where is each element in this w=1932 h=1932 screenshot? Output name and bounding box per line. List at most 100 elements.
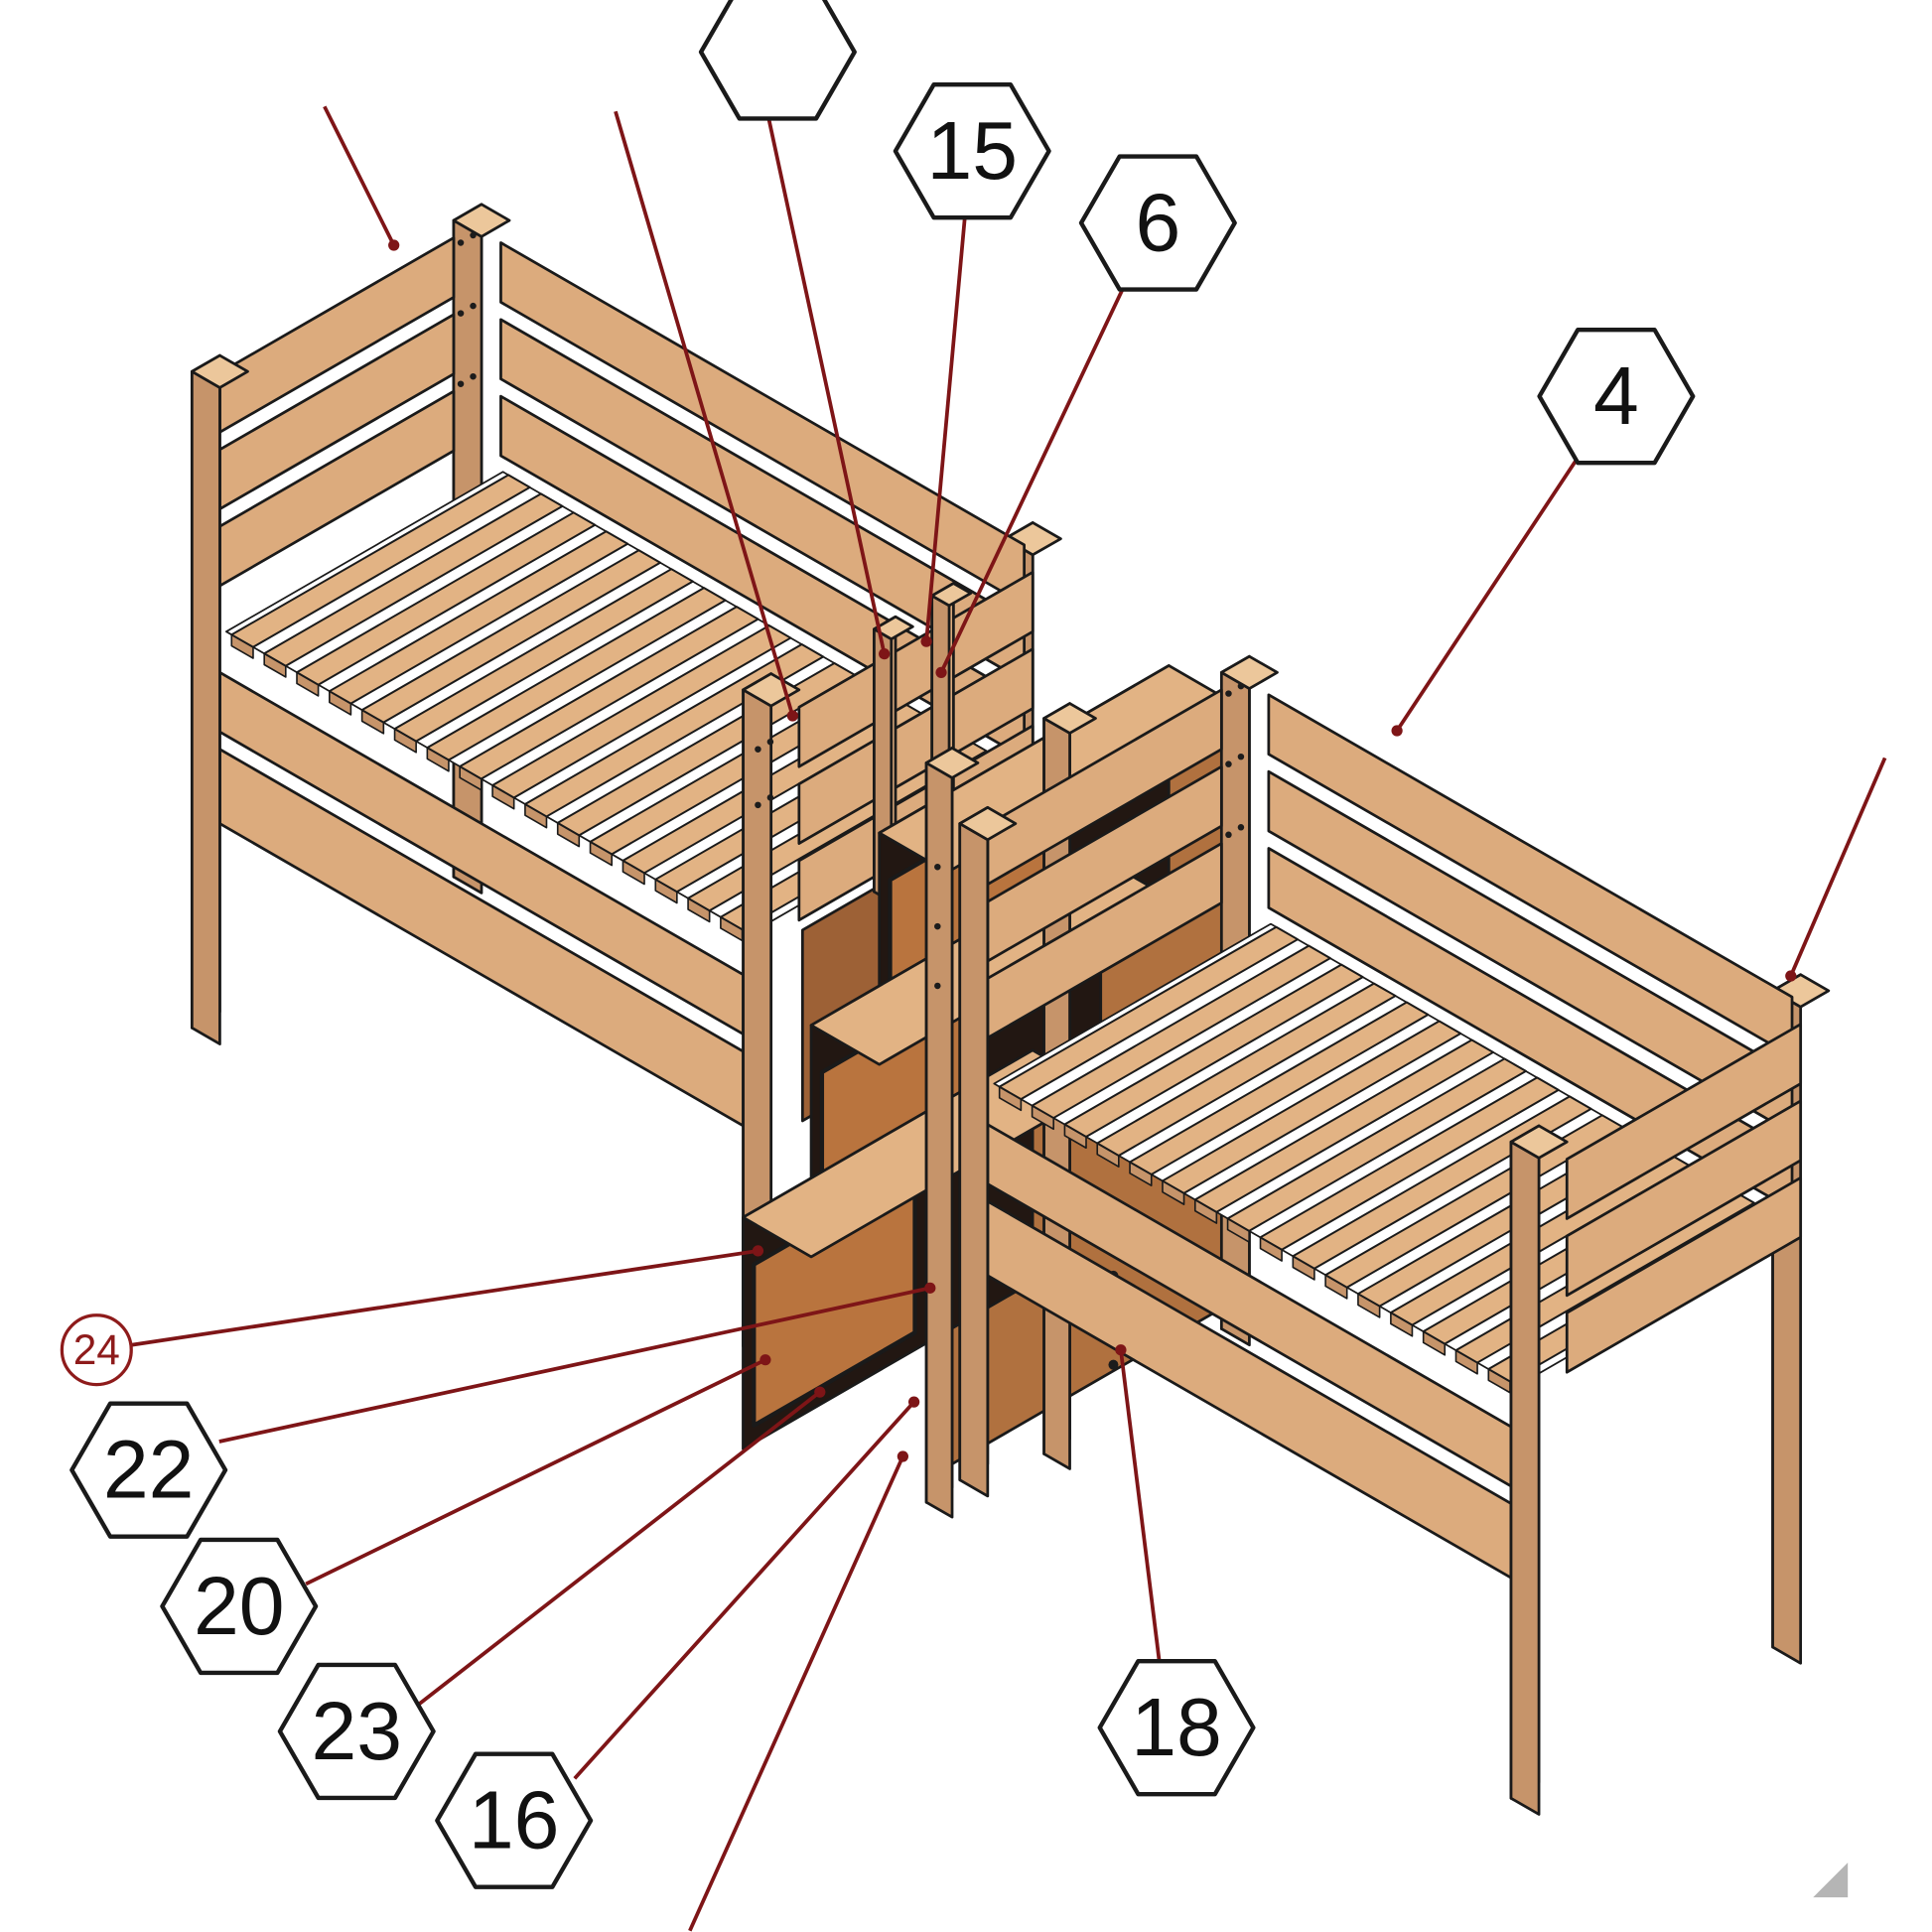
- corner-mark: [1813, 1863, 1849, 1898]
- screw-hole-dot: [935, 666, 947, 678]
- leader-lines: [130, 105, 1887, 1932]
- callout-20: 20: [160, 1537, 319, 1676]
- bed-left-leg-front-left-top: [190, 353, 249, 389]
- leader-line: [573, 1400, 915, 1780]
- circle-badge: [60, 1313, 133, 1387]
- leader-line: [1395, 451, 1584, 733]
- furniture-illustration: [190, 203, 1831, 1816]
- stair-post-right-top: [1042, 702, 1097, 735]
- callout-18: 18: [1097, 1659, 1256, 1797]
- bed-right-slat: [1259, 1076, 1560, 1251]
- hexagon-badge: [1097, 1659, 1256, 1797]
- screw-hole-dot: [1225, 760, 1232, 767]
- screw-hole-dot: [759, 1354, 771, 1366]
- screw-hole-dot: [1108, 1359, 1119, 1370]
- callout-16-label: 16: [469, 1775, 560, 1866]
- bed-left-slat: [296, 511, 597, 686]
- screw-hole-dot: [1225, 831, 1232, 839]
- bed-right-leg-front-right: [1509, 1140, 1541, 1816]
- bed-right-leg-front-left: [958, 822, 990, 1498]
- callout-24: 24: [60, 1313, 133, 1387]
- callout-24-label: 24: [73, 1326, 120, 1373]
- bed-right-slat: [1129, 1001, 1430, 1175]
- callout-6-label: 6: [1135, 178, 1180, 269]
- screw-hole-dot: [920, 635, 932, 647]
- bed-left-footboard-plank: [797, 570, 1035, 768]
- screw-hole-dot: [897, 1450, 908, 1462]
- hexagon-badge: [1078, 154, 1237, 292]
- screw-hole-dot: [457, 239, 465, 246]
- bed-left-slat: [393, 568, 694, 743]
- screw-hole-dot: [879, 648, 891, 660]
- screw-hole-dot: [1225, 690, 1232, 697]
- bed-right-slat: [1063, 963, 1364, 1139]
- callout-22: 22: [69, 1401, 228, 1539]
- leader-line: [218, 1286, 931, 1444]
- screw-hole-dot: [934, 863, 941, 871]
- screw-hole-dot: [470, 231, 477, 239]
- stair-post-left-top: [924, 747, 980, 779]
- bed-left-slat: [426, 587, 727, 761]
- callout-23: 23: [277, 1662, 436, 1801]
- screw-hole-dot: [755, 801, 761, 809]
- screw-hole-dot: [470, 302, 477, 310]
- bed-left-slat: [230, 474, 531, 648]
- bed-left-slat: [360, 549, 662, 724]
- bed-right-footboard-plank: [1565, 1023, 1803, 1220]
- callout-4-label: 4: [1593, 350, 1639, 442]
- callout-4: 4: [1537, 328, 1696, 466]
- leader-line: [305, 1358, 766, 1587]
- bed-left-slat: [263, 492, 564, 667]
- callout-16: 16: [435, 1751, 594, 1889]
- hexagon-badge: [893, 82, 1051, 220]
- bed-right-slat: [998, 925, 1300, 1101]
- screw-hole-dot: [934, 922, 941, 930]
- screw-hole-dot: [1237, 682, 1245, 690]
- screw-hole-dot: [1391, 725, 1403, 737]
- bed-right-slat: [1161, 1020, 1462, 1194]
- screw-hole-dot: [786, 710, 798, 722]
- callout-15-label: 15: [926, 105, 1018, 197]
- bed-right-slat: [1031, 944, 1331, 1120]
- bed-right-leg-front-left-top: [958, 805, 1018, 842]
- callout-22-label: 22: [103, 1425, 195, 1516]
- hexagon-badge: [160, 1537, 319, 1676]
- leader-line: [1789, 757, 1887, 977]
- screw-hole-dot: [388, 239, 400, 251]
- leader-line: [939, 279, 1129, 674]
- hexagon-badge: [69, 1401, 228, 1539]
- callout-23-label: 23: [311, 1686, 402, 1777]
- screw-hole-dot: [752, 1245, 764, 1257]
- screw-hole-dot: [814, 1386, 826, 1398]
- screw-hole-dot: [924, 1282, 936, 1294]
- leader-line: [688, 1455, 905, 1932]
- bed-left-leg-front-right-top: [742, 672, 801, 708]
- leader-line: [323, 105, 396, 246]
- screw-hole-dot: [1115, 1344, 1127, 1356]
- screw-hole-dot: [1237, 753, 1245, 760]
- leader-line: [130, 1249, 759, 1347]
- screw-hole-dot: [934, 982, 941, 990]
- callout-15: 15: [893, 82, 1051, 220]
- bed-left-footboard-plank: [797, 647, 1035, 845]
- screw-hole-dot: [755, 746, 761, 753]
- leader-line: [416, 1390, 821, 1708]
- hexagon-badge: [435, 1751, 594, 1889]
- leader-line: [924, 217, 967, 642]
- hexagon-badge: [1537, 328, 1696, 466]
- ladder-post-top: [873, 615, 914, 641]
- bed-right-footboard-plank: [1565, 1175, 1803, 1374]
- screw-hole-dot: [457, 380, 465, 387]
- callout-18-label: 18: [1131, 1682, 1222, 1773]
- bed-right-slat: [1193, 1038, 1495, 1213]
- leader-line: [766, 119, 887, 655]
- screw-hole-dot: [766, 738, 774, 746]
- callout-partial-top: [698, 0, 857, 121]
- bed-right-footboard-plank: [1565, 1099, 1803, 1298]
- ladder-post-top: [930, 582, 973, 608]
- leader-line: [614, 110, 795, 717]
- hexagon-badge: [277, 1662, 436, 1801]
- bed-left-leg-back-left-top: [452, 203, 511, 238]
- screw-hole-dot: [1785, 970, 1797, 982]
